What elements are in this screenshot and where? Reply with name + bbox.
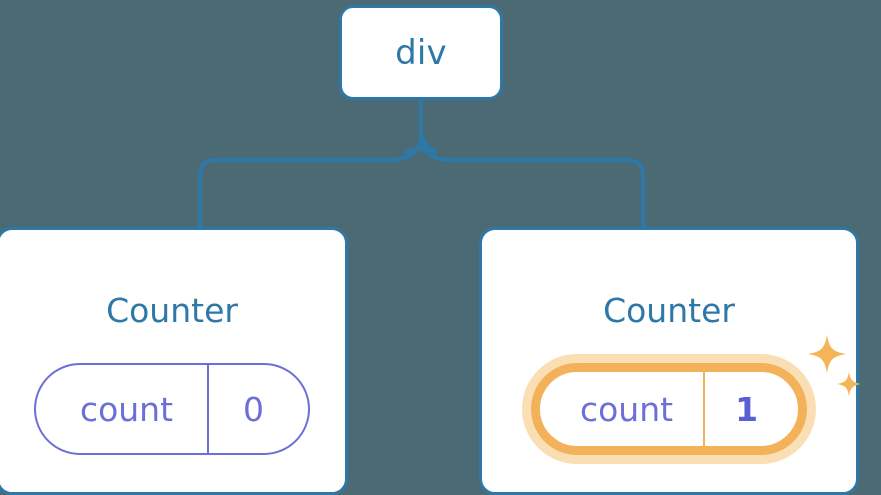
sparkle-group	[808, 335, 862, 396]
state-pill-right-value: 1	[735, 389, 759, 429]
state-pill-right-key: count	[579, 389, 674, 429]
state-pill-left-value: 0	[243, 389, 265, 429]
node-counter-left-label: Counter	[106, 291, 238, 330]
node-counter-right-label: Counter	[603, 291, 735, 330]
sparkle-icon	[808, 335, 847, 373]
state-pill-right-wrapper: count 1	[530, 335, 862, 455]
state-pill-left[interactable]: count 0	[33, 363, 311, 455]
state-pill-left-key: count	[79, 389, 174, 429]
node-counter-left[interactable]: Counter count 0	[0, 227, 348, 495]
state-pill-right[interactable]: count 1	[530, 363, 808, 455]
state-pill-left-wrapper: count 0	[33, 363, 311, 455]
state-pill-left-divider	[207, 365, 210, 453]
sparkle-icon	[837, 372, 862, 396]
state-pill-right-divider	[703, 372, 706, 446]
node-div[interactable]: div	[339, 5, 503, 100]
node-div-label: div	[395, 32, 447, 73]
node-counter-right[interactable]: Counter count 1	[479, 227, 862, 495]
